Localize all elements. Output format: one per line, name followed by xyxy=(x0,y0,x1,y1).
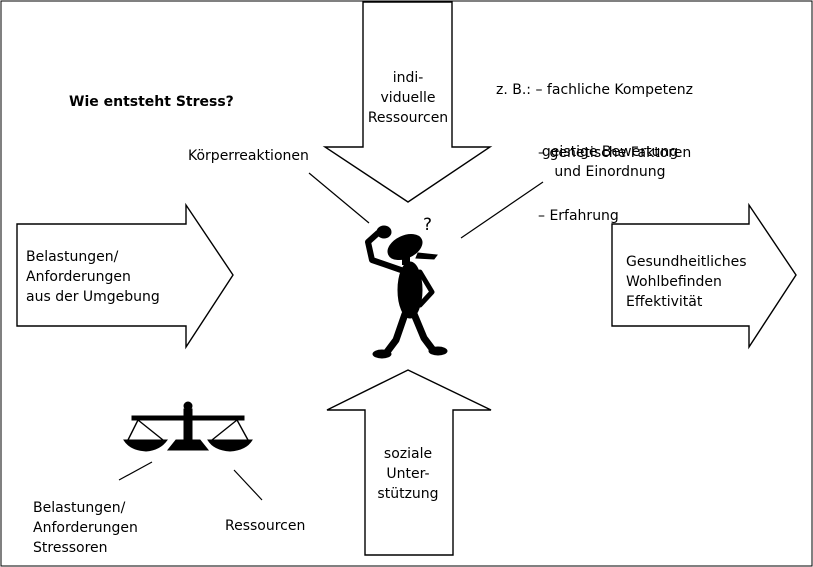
arrow-right-demands xyxy=(16,202,234,350)
line-scale-right xyxy=(233,469,263,501)
arrow-right-label: Gesundheitliches Wohlbefinden Effektivit… xyxy=(626,252,747,312)
label-line: Gesundheitliches xyxy=(626,254,747,270)
line-mental-evaluation xyxy=(460,181,544,239)
label-line: Wohlbefinden xyxy=(626,274,722,290)
arrow-bottom-label: soziale Unter- stützung xyxy=(366,444,450,504)
diagram-title: Wie entsteht Stress? xyxy=(69,94,234,110)
mental-evaluation-label: geistige Bewertung und Einordnung xyxy=(536,142,684,182)
arrow-left-label: Belastungen/ Anforderungen aus der Umgeb… xyxy=(26,247,160,307)
label-line: Ressourcen xyxy=(367,110,449,126)
examples-prefix: z. B.: xyxy=(496,82,532,98)
label-line: Belastungen/ xyxy=(26,249,119,265)
label-line: soziale xyxy=(383,446,433,462)
example-item: – genetische Faktoren xyxy=(538,145,692,161)
label-line: Anforderungen xyxy=(33,520,138,536)
arrow-top-label: indi- viduelle Ressourcen xyxy=(366,68,450,128)
label-line: und Einordnung xyxy=(554,164,666,180)
label-line: Stressoren xyxy=(33,540,108,556)
label-line: Effektivität xyxy=(626,294,703,310)
example-item: – fachliche Kompetenz xyxy=(535,82,693,98)
line-scale-left xyxy=(118,461,153,481)
label-line: Belastungen/ xyxy=(33,500,126,516)
label-line: stützung xyxy=(377,486,439,502)
label-line: viduelle xyxy=(380,90,436,106)
example-item: – Erfahrung xyxy=(538,208,619,224)
label-line: indi- xyxy=(392,70,424,86)
label-line: Unter- xyxy=(386,466,430,482)
question-mark: ? xyxy=(423,215,433,235)
scale-left-label: Belastungen/ Anforderungen Stressoren xyxy=(33,498,138,558)
arrow-right-wellbeing xyxy=(611,202,797,350)
body-reactions-label: Körperreaktionen xyxy=(188,148,309,164)
examples-list: z. B.: – fachliche Kompetenz – genetisch… xyxy=(496,38,693,269)
thinking-person-icon xyxy=(365,225,448,359)
arrow-down-resources xyxy=(322,1,493,203)
balance-scale-icon xyxy=(123,401,253,452)
label-line: geistige Bewertung xyxy=(541,144,679,160)
label-line: Anforderungen xyxy=(26,269,131,285)
label-line: aus der Umgebung xyxy=(26,289,160,305)
arrow-up-social-support xyxy=(326,369,492,556)
line-body-reactions xyxy=(308,172,370,224)
scale-right-label: Ressourcen xyxy=(225,518,306,534)
